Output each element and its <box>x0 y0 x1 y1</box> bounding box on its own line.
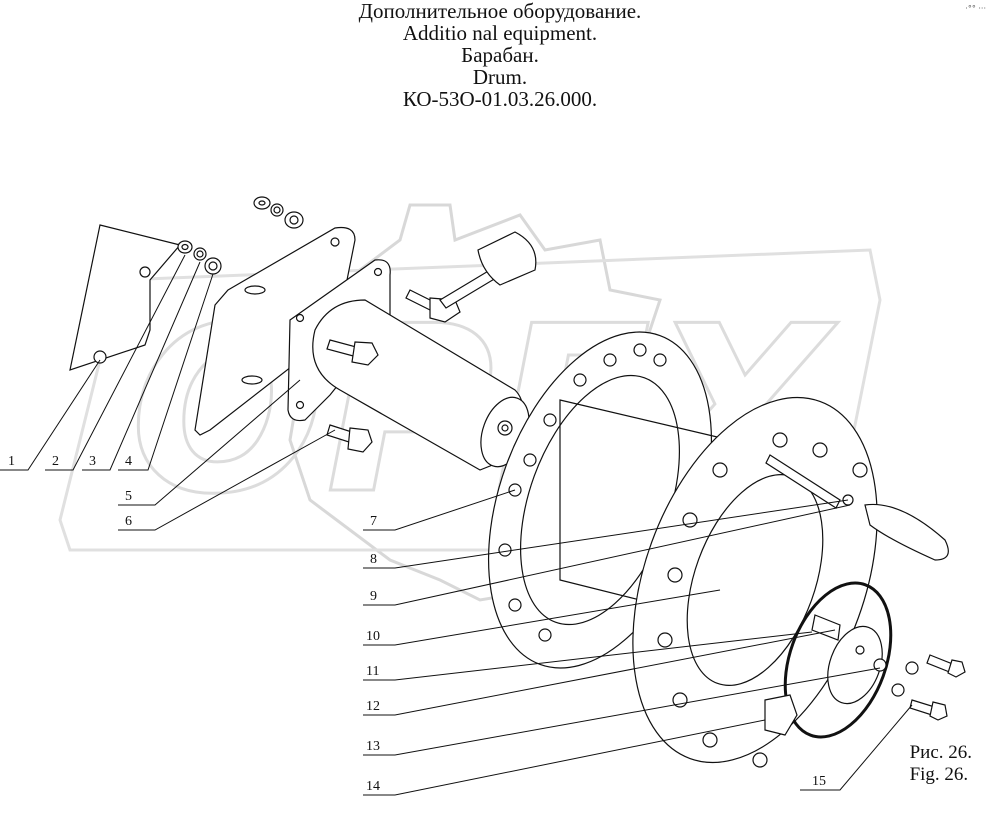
callout-6: 6 <box>125 514 132 529</box>
part-15-washers <box>873 658 919 697</box>
callout-5: 5 <box>125 489 132 504</box>
part-11-spring-pin <box>811 614 841 641</box>
part-13-hub <box>827 625 883 705</box>
callout-12: 12 <box>366 699 380 714</box>
subtitle-english: Drum. <box>472 65 528 89</box>
callout-1: 1 <box>8 454 15 469</box>
part-14-nut <box>764 694 798 736</box>
title-english: Additio nal equipment. <box>402 21 598 45</box>
bracket-hole-top <box>139 266 151 278</box>
part-number: КО-53О-01.03.26.000. <box>402 87 598 111</box>
callout-7: 7 <box>370 514 377 529</box>
part-6-bolt-mid <box>326 339 379 366</box>
part-3-spring-washer <box>193 247 207 261</box>
callout-numbers: 1 2 3 4 5 6 7 8 9 10 11 12 13 14 15 <box>8 454 826 794</box>
figure-caption-english: Fig. 26. <box>909 764 969 785</box>
bracket-hole-bottom <box>93 350 107 364</box>
plate-slot-1 <box>244 285 266 295</box>
long-bolt-top <box>439 231 537 309</box>
part-12-handwheel <box>783 581 893 739</box>
part-15-bolt-1 <box>926 654 966 678</box>
callout-3: 3 <box>89 454 96 469</box>
title-russian: Дополнительное оборудование. <box>358 0 642 23</box>
part-15-bolt-2 <box>909 699 948 721</box>
title-block: Дополнительное оборудование. Additio nal… <box>0 0 1000 110</box>
figure-caption: Рис. 26. Fig. 26. <box>910 742 972 786</box>
parts <box>69 196 966 768</box>
plate-slot-2 <box>241 375 263 385</box>
corner-mark: ·°° ··· <box>965 4 986 13</box>
disc-holes <box>498 343 667 642</box>
handle-grip <box>864 503 949 561</box>
callout-8: 8 <box>370 552 377 567</box>
mounting-plate <box>194 226 356 436</box>
callout-9: 9 <box>370 589 377 604</box>
figure-caption-russian: Рис. 26. <box>909 742 972 763</box>
part-4-washer <box>204 257 222 275</box>
plate-hole-1 <box>330 237 340 247</box>
callout-2: 2 <box>52 454 59 469</box>
top-nut <box>253 196 271 210</box>
part-2-nut <box>177 240 193 254</box>
top-washer-2 <box>284 211 304 229</box>
callout-10: 10 <box>366 629 380 644</box>
callout-14: 14 <box>366 779 380 794</box>
subtitle-russian: Барабан. <box>461 43 539 67</box>
callout-15: 15 <box>812 774 826 789</box>
disc2-holes <box>657 432 868 768</box>
leader-lines <box>0 254 913 796</box>
callout-4: 4 <box>125 454 132 469</box>
part-6-bolt-bottom <box>326 424 373 453</box>
callout-13: 13 <box>366 739 380 754</box>
top-washer-1 <box>270 203 284 217</box>
callout-11: 11 <box>366 664 379 679</box>
